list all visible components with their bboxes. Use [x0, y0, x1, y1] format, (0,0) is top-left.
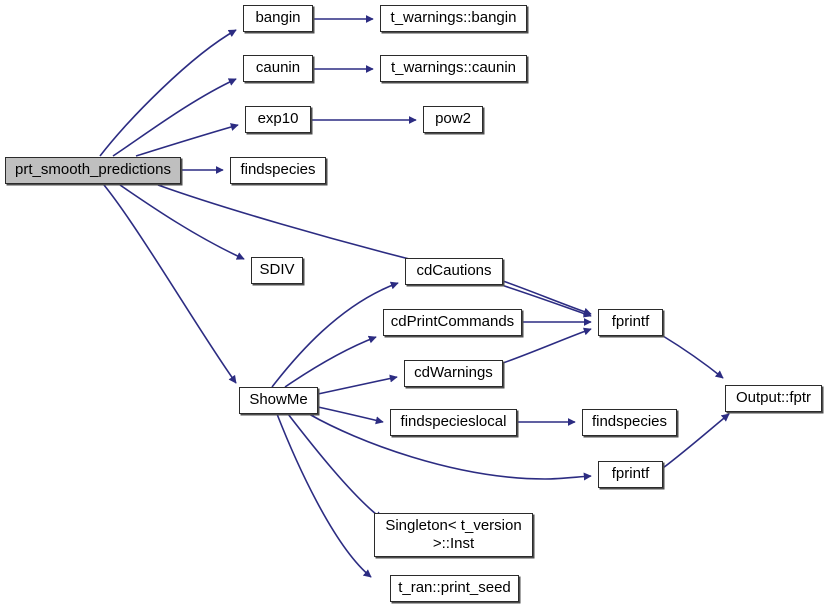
node-pow2[interactable]: pow2 — [423, 106, 483, 133]
node-fprintf-top[interactable]: fprintf — [598, 309, 663, 336]
node-prt-smooth-predictions[interactable]: prt_smooth_predictions — [5, 157, 181, 184]
edge-prt-to-exp10 — [135, 123, 239, 157]
node-fprintf-bottom[interactable]: fprintf — [598, 461, 663, 488]
node-sdiv[interactable]: SDIV — [251, 257, 303, 284]
edge-showme-to-printseed — [276, 413, 372, 578]
edge-cdwarnings-to-fprintf — [502, 327, 592, 364]
node-findspecieslocal[interactable]: findspecieslocal — [390, 409, 517, 436]
edge-fprintf-bottom-to-outputfptr — [662, 413, 730, 469]
edge-showme-to-cdcautions — [271, 281, 399, 388]
node-cdcautions[interactable]: cdCautions — [405, 258, 503, 285]
node-output-fptr[interactable]: Output::fptr — [725, 385, 822, 412]
edge-cdcautions-to-fprintf — [502, 280, 592, 316]
node-singleton-t-version-inst[interactable]: Singleton< t_version >::Inst — [374, 513, 533, 557]
edge-showme-to-singleton — [287, 413, 383, 520]
edge-prt-to-showme — [103, 184, 237, 384]
edge-showme-to-fprintf-bottom — [308, 413, 592, 481]
edge-prt-to-bangin — [99, 29, 237, 157]
edge-showme-to-cdwarnings — [317, 374, 398, 395]
node-t-ran-print-seed[interactable]: t_ran::print_seed — [390, 575, 519, 602]
edge-fprintf-top-to-outputfptr — [662, 335, 724, 379]
node-exp10[interactable]: exp10 — [245, 106, 311, 133]
node-caunin[interactable]: caunin — [243, 55, 313, 82]
node-bangin[interactable]: bangin — [243, 5, 313, 32]
node-t-warnings-bangin[interactable]: t_warnings::bangin — [380, 5, 527, 32]
node-cdwarnings[interactable]: cdWarnings — [404, 360, 503, 387]
node-showme[interactable]: ShowMe — [239, 387, 318, 414]
edge-prt-to-sdiv — [119, 184, 245, 260]
node-t-warnings-caunin[interactable]: t_warnings::caunin — [380, 55, 527, 82]
edge-showme-to-cdprintcommands — [284, 335, 377, 388]
edge-showme-to-findspecieslocal — [317, 406, 384, 425]
edge-prt-to-fprintf-top — [157, 184, 592, 318]
node-cdprintcommands[interactable]: cdPrintCommands — [383, 309, 522, 336]
node-findspecies-top[interactable]: findspecies — [230, 157, 326, 184]
edge-prt-to-caunin — [112, 78, 237, 157]
node-findspecies-right[interactable]: findspecies — [582, 409, 677, 436]
